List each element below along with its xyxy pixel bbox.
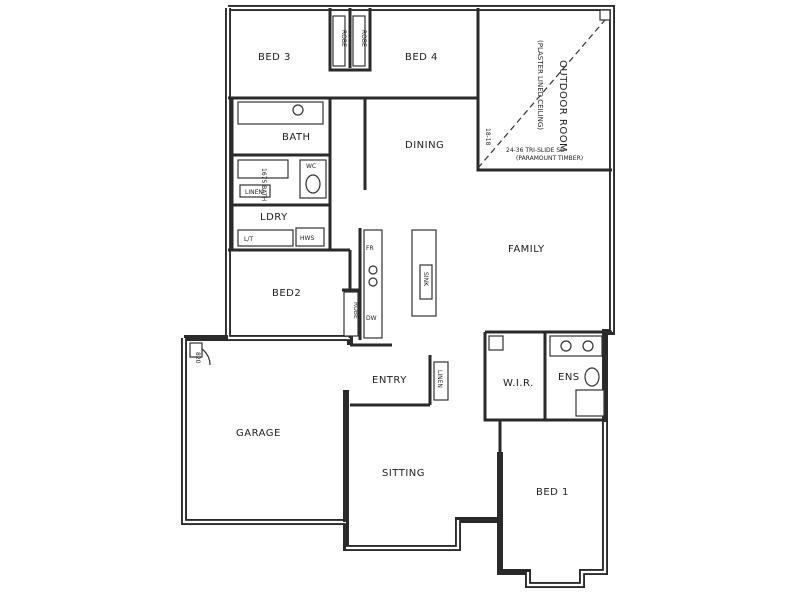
label-bed4: BED 4 xyxy=(405,52,438,63)
label-garage: GARAGE xyxy=(236,428,281,439)
label-family: FAMILY xyxy=(508,244,545,255)
robe-bed3 xyxy=(332,15,346,67)
annot-linen-bath: LINEN xyxy=(245,189,263,196)
label-entry: ENTRY xyxy=(372,375,407,386)
label-bed2: BED2 xyxy=(272,288,301,299)
sink xyxy=(419,264,433,300)
label-bed3: BED 3 xyxy=(258,52,291,63)
annot-opening-width: 18-18 xyxy=(484,128,491,146)
label-bed1: BED 1 xyxy=(536,487,569,498)
annot-sink: SINK xyxy=(422,272,429,287)
ens-shower xyxy=(575,389,605,417)
fixtures xyxy=(189,9,611,417)
annot-fridge: FR xyxy=(366,245,374,252)
wc xyxy=(299,159,327,199)
linen-bath xyxy=(239,184,271,198)
robe-bed2 xyxy=(343,291,359,337)
label-ldry: LDRY xyxy=(260,212,288,223)
annot-hws: HWS xyxy=(300,235,314,242)
annot-robe-bed4: ROBE xyxy=(360,30,367,47)
label-sitting: SITTING xyxy=(382,468,425,479)
annot-bath-fixture: 1675 BATH xyxy=(260,168,267,201)
room-labels: BED 3 BED 4 OUTDOOR ROOM (PLASTER LINED … xyxy=(236,40,580,498)
annot-l-trough: L/T xyxy=(244,236,253,243)
kitchen-bench xyxy=(363,229,383,339)
annotations: ROBE ROBE ROBE 24-36 TRI-SLIDE SD (PARAM… xyxy=(194,30,583,388)
ens-vanity xyxy=(549,335,603,357)
label-outdoor-note: (PLASTER LINED CEILING) xyxy=(536,40,544,130)
annot-door-size: 24-36 TRI-SLIDE SD xyxy=(506,147,565,154)
wir-cabinet xyxy=(488,335,504,351)
annot-door-material: (PARAMOUNT TIMBER) xyxy=(516,155,583,162)
vanity xyxy=(237,101,324,125)
annot-robe-bed3: ROBE xyxy=(340,30,347,47)
internal-walls xyxy=(228,8,612,520)
bath-tub xyxy=(237,159,289,179)
label-outdoor-room: OUTDOOR ROOM xyxy=(557,60,568,152)
annot-linen-entry: LINEN xyxy=(436,370,443,388)
label-ens: ENS xyxy=(558,372,580,383)
annot-garage-door: 820 xyxy=(194,352,201,364)
annot-robe-bed2: ROBE xyxy=(352,302,359,319)
annot-dw: DW xyxy=(366,315,377,322)
annot-wc: WC xyxy=(306,163,316,170)
laundry-trough xyxy=(237,229,294,247)
linen-entry xyxy=(433,361,449,401)
external-walls xyxy=(181,5,615,588)
label-wir: W.I.R. xyxy=(503,378,534,389)
robe-bed4 xyxy=(352,15,366,67)
label-dining: DINING xyxy=(405,140,444,151)
garage-door xyxy=(189,342,203,358)
hws xyxy=(295,227,325,247)
label-bath: BATH xyxy=(282,132,311,143)
